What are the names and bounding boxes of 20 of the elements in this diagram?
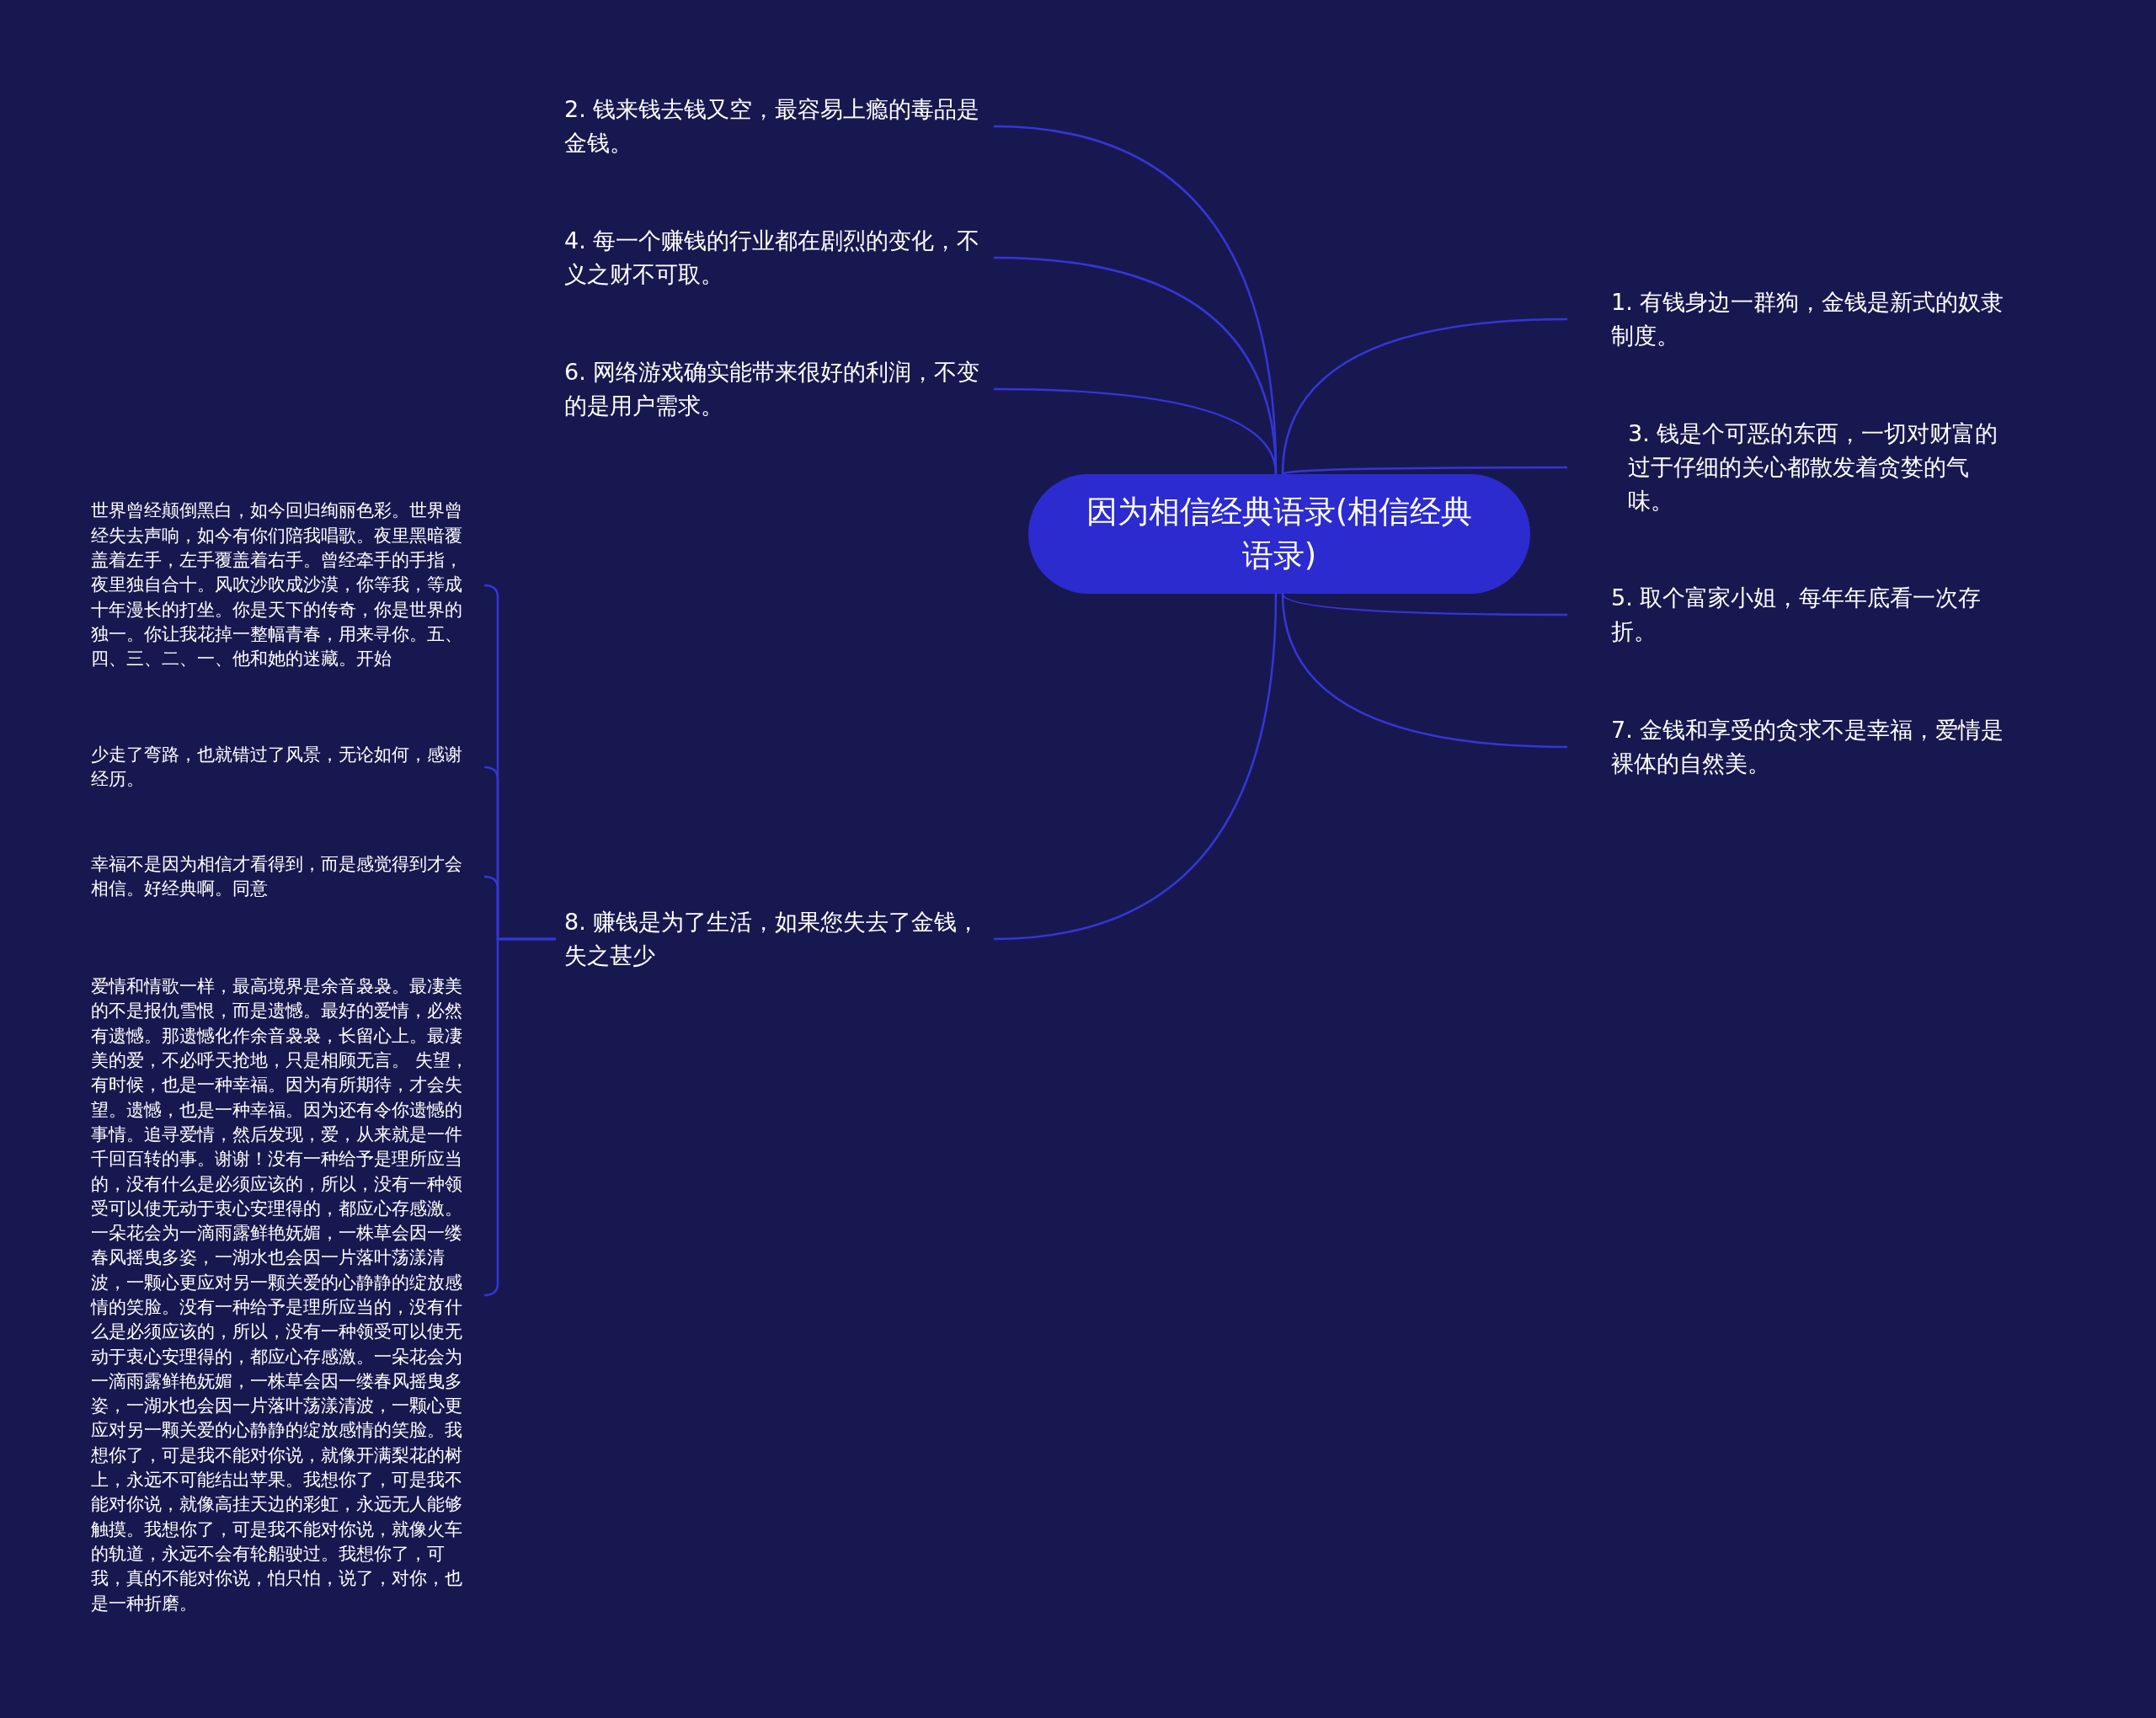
topic-text: 4. 每一个赚钱的行业都在剧烈的变化，不义之财不可取。: [556, 220, 994, 296]
topic-text: 2. 钱来钱去钱又空，最容易上瘾的毒品是金钱。: [556, 88, 994, 164]
note-text: 爱情和情歌一样，最高境界是余音袅袅。最凄美的不是报仇雪恨，而是遗憾。最好的爱情，必然有遗憾。那遗憾化作余音袅袅，长留心上。最凄美的爱，不必呼天抢地，只是相顾无言。 失望，有时候，也是一种幸福。因为有所期待，才会失望。遗憾，也是一种幸福。因为还有令你遗憾的事情。追寻爱情，然后发现，爱，从来就是一件千回百转的事。谢谢！没有一种给予是理所应当的，没有什么是必须应该的，所以，没有一种领受可以使无动于衷心安理得的，都应心存感激。一朵花会为一滴雨露鲜艳妩媚，一株草会因一缕春风摇曳多姿，一湖水也会因一片落叶荡漾清波，一颗心更应对另一颗关爱的心静静的绽放感情的笑脸。没有一种给予是理所应当的，没有什么是必须应该的，所以，没有一种领受可以使无动于衷心安理得的，都应心存感激。一朵花会为一滴雨露鲜艳妩媚，一株草会因一缕春风摇曳多姿，一湖水也会因一片落叶荡漾清波，一颗心更应对另一颗关爱的心静静的绽放感情的笑脸。我想你了，可是我不能对你说，就像开满梨花的树上，永远不可能结出苹果。我想你了，可是我不能对你说，就像高挂天边的彩虹，永远无人能够触摸。我想你了，可是我不能对你说，就像火车的轨道，永远不会有轮船驶过。我想你了，可我，真的不能对你说，怕只怕，说了，对你，也是一种折磨。: [84, 958, 484, 1632]
note-text: 少走了弯路，也就错过了风景，无论如何，感谢经历。: [84, 738, 484, 797]
connector-line: [483, 937, 556, 1297]
connector-line: [1281, 317, 1568, 475]
connector-line: [1281, 593, 1568, 749]
topic-text: 1. 有钱身边一群狗，金钱是新式的奴隶制度。: [1567, 281, 2022, 357]
topic-text: 8. 赚钱是为了生活，如果您失去了金钱，失之甚少: [556, 901, 994, 977]
note-text: 幸福不是因为相信才看得到，而是感觉得到才会相信。好经典啊。同意: [84, 847, 484, 906]
connector-line: [1282, 466, 1567, 476]
topic-text: 6. 网络游戏确实能带来很好的利润，不变的是用户需求。: [556, 351, 994, 427]
note-text: 世界曾经颠倒黑白，如今回归绚丽色彩。世界曾经失去声响，如今有你们陪我唱歌。夜里黑暗覆盖着左手，左手覆盖着右手。曾经牵手的手指，夜里独自合十。风吹沙吹成沙漠，你等我，等成十年漫长的打坐。你是天下的传奇，你是世界的独一。你让我花掉一整幅青春，用来寻你。五、四、三、二、一、他和她的迷藏。开始: [84, 480, 484, 691]
connector-line: [1281, 593, 1567, 616]
topic-text: 5. 取个富家小姐，每年年底看一次存折。: [1567, 577, 2022, 653]
connector-line: [994, 387, 1278, 475]
topic-text: 3. 钱是个可恶的东西，一切对财富的过于仔细的关心都散发着贪婪的气味。: [1567, 413, 2022, 522]
central-topic-box: 因为相信经典语录(相信经典语录): [1028, 474, 1530, 594]
connector-line: [993, 593, 1278, 941]
topic-text: 7. 金钱和享受的贪求不是幸福，爱情是裸体的自然美。: [1567, 709, 2022, 785]
